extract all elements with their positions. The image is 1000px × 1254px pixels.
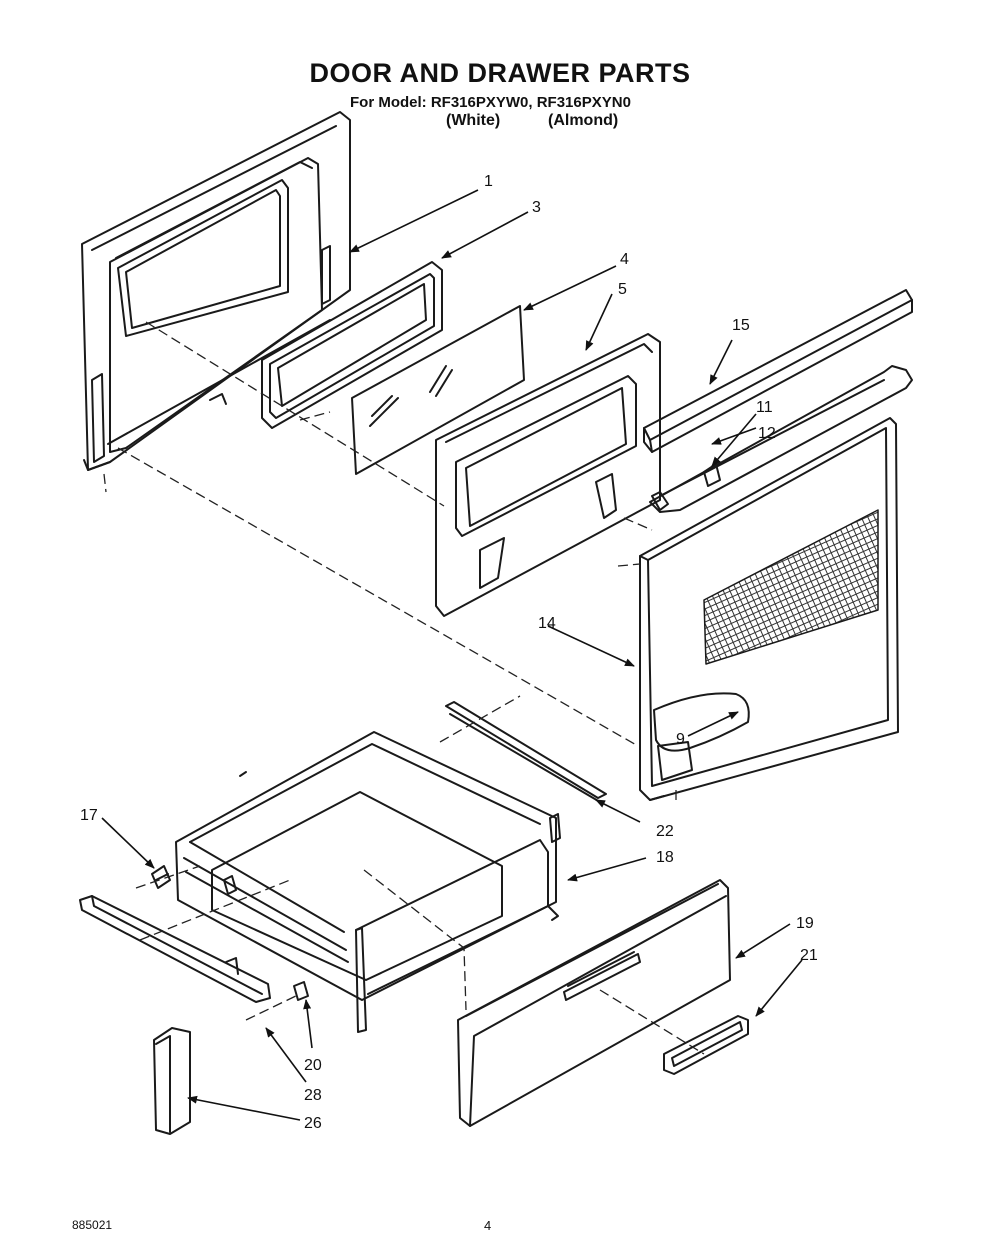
end-cap — [153, 1027, 191, 1135]
callout-12: 12 — [758, 425, 776, 442]
callout-20: 20 — [304, 1057, 322, 1074]
outer-door-panel — [639, 417, 899, 801]
callout-28: 28 — [304, 1087, 322, 1104]
inner-door-panel — [435, 333, 661, 617]
callout-leaders — [101, 189, 803, 1121]
vent-grille — [703, 509, 879, 665]
callout-15: 15 — [732, 317, 750, 334]
slide-block — [151, 865, 171, 889]
callout-labels: 1 3 4 5 15 11 12 14 9 17 22 18 19 21 20 … — [80, 173, 818, 1132]
callout-9: 9 — [676, 731, 685, 748]
outer-door-frame — [81, 111, 351, 471]
drawer-front-panel — [457, 879, 731, 1127]
model-line: For Model: RF316PXYW0, RF316PXYN0 — [350, 94, 631, 111]
callout-3: 3 — [532, 199, 541, 216]
drawer-body — [175, 731, 561, 1033]
callout-5: 5 — [618, 281, 627, 298]
callout-14: 14 — [538, 615, 556, 632]
callout-1: 1 — [484, 173, 493, 190]
handle-clip — [703, 463, 721, 487]
page-number: 4 — [484, 1218, 492, 1233]
top-trim-strip — [643, 289, 913, 453]
window-gasket — [261, 261, 443, 429]
drawer-rail — [445, 701, 607, 803]
door-glass — [351, 305, 525, 475]
page-title: DOOR AND DRAWER PARTS — [309, 58, 691, 88]
callout-22: 22 — [656, 823, 674, 840]
assembly-lines — [103, 321, 705, 1055]
variant-white-label: (White) — [446, 112, 501, 129]
callout-4: 4 — [620, 251, 629, 268]
callout-11: 11 — [756, 399, 773, 416]
door-handle — [649, 365, 913, 513]
callout-17: 17 — [80, 807, 98, 824]
document-number: 885021 — [72, 1218, 113, 1232]
drawer-glide-bar — [79, 895, 271, 1003]
drawer-clip — [293, 981, 309, 1001]
drawer-handle — [663, 1015, 749, 1075]
callout-26: 26 — [304, 1115, 322, 1132]
variant-almond-label: (Almond) — [548, 112, 619, 129]
callout-19: 19 — [796, 915, 814, 932]
callout-21: 21 — [800, 947, 818, 964]
callout-18: 18 — [656, 849, 674, 866]
